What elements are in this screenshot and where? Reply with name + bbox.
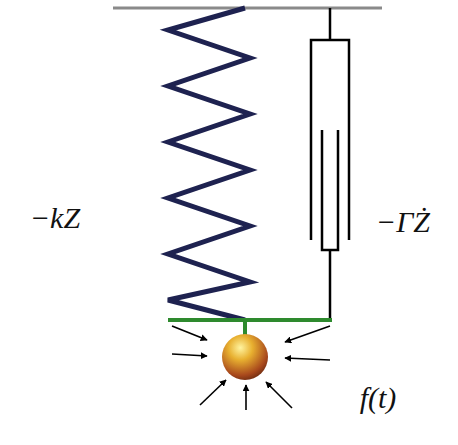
spring-force-label: −kZ — [30, 203, 80, 233]
damping-force-label: −ΓŻ — [376, 207, 430, 237]
random-force-label: f(t) — [360, 383, 397, 413]
particle-ball — [222, 334, 268, 380]
random-force-arrows — [172, 326, 330, 410]
damper — [311, 8, 349, 320]
mass-stem — [243, 320, 247, 336]
spring — [168, 8, 250, 320]
ceiling — [113, 7, 382, 10]
mass-bar — [168, 318, 332, 322]
